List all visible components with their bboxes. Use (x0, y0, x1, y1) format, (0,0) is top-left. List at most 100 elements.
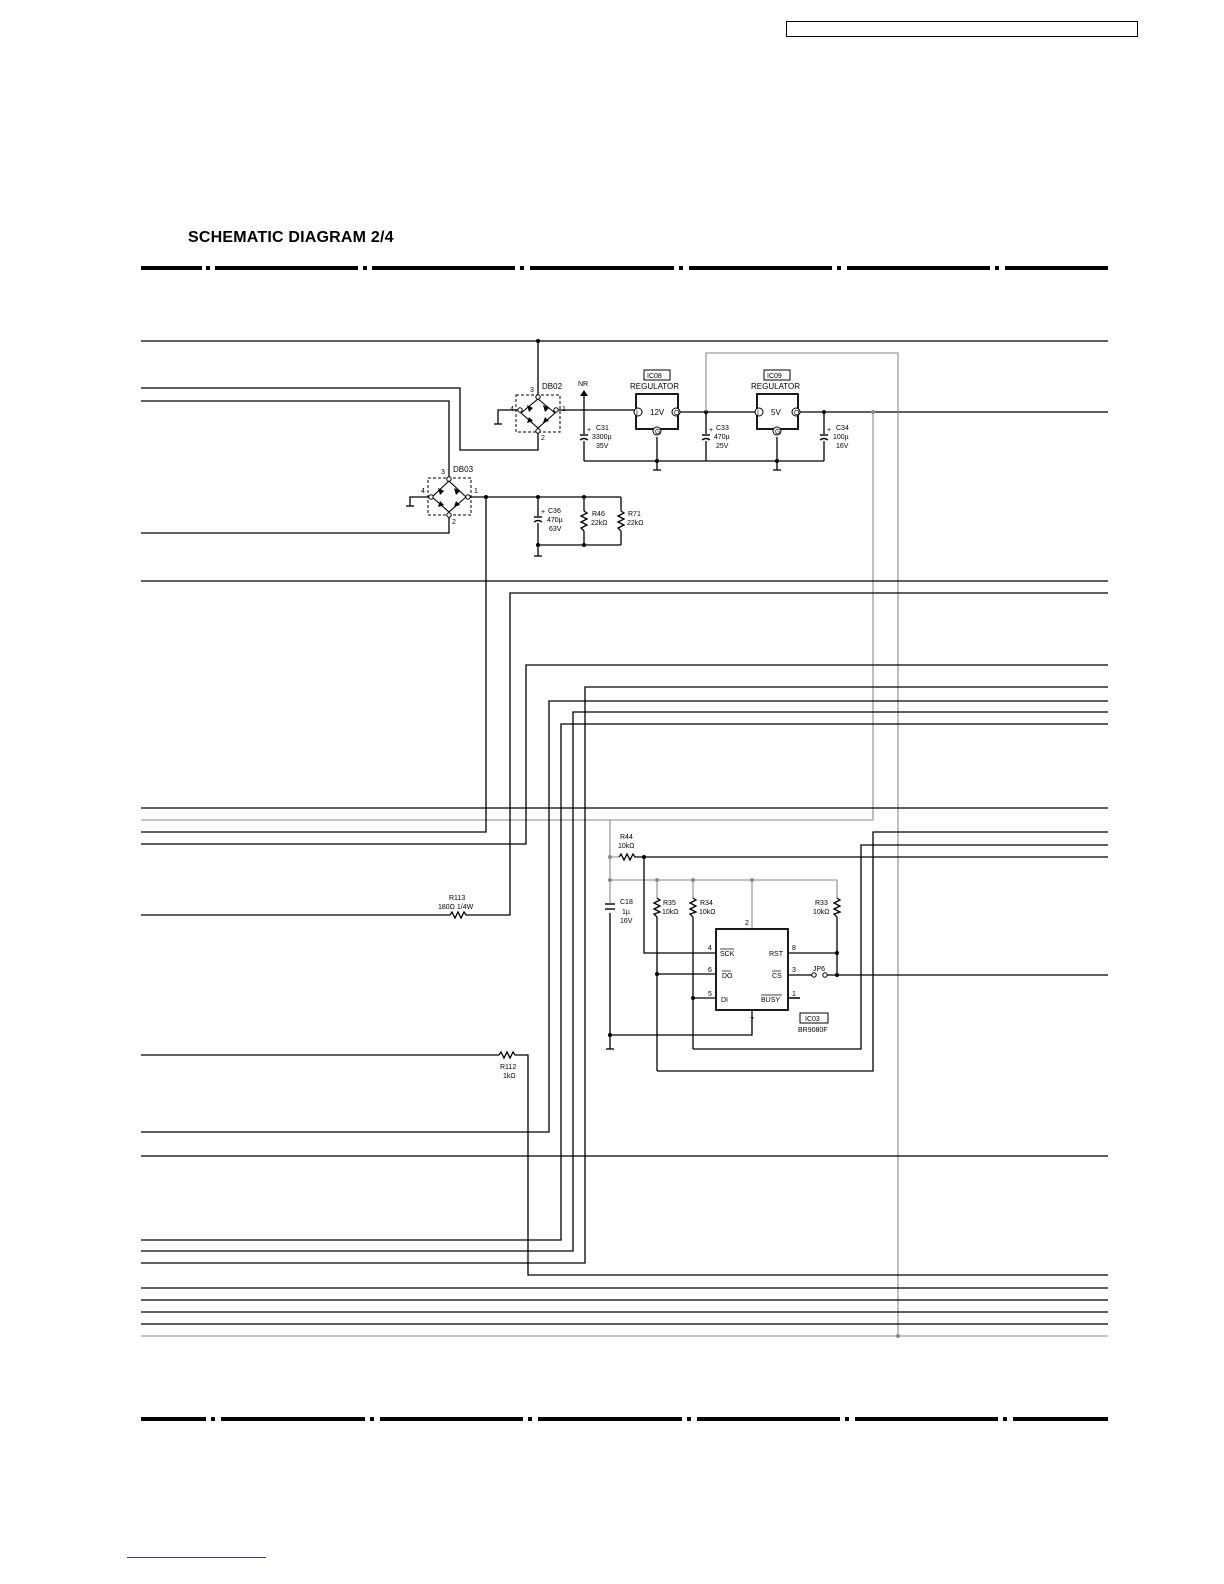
r71-value: 22kΩ (627, 520, 644, 527)
c31-rating: 35V (596, 443, 609, 450)
ic03-pin-di: DI (721, 997, 728, 1004)
c36-value: 470µ (547, 517, 563, 524)
ic03-pin6-num: 6 (708, 967, 712, 974)
c36-ref: C36 (548, 508, 561, 515)
r33-value: 10kΩ (813, 909, 830, 916)
ic08-gnd-pin: G (655, 429, 660, 436)
ic03-pin8-num: 8 (792, 945, 796, 952)
c34-ref: C34 (836, 425, 849, 432)
ic09-in-pin: I (757, 410, 759, 417)
jumper-jp6: JP6 (811, 966, 828, 978)
db02-pin1: 1 (562, 406, 566, 413)
svg-text:+: + (587, 427, 591, 434)
c34-rating: 16V (836, 443, 849, 450)
nr-test-point: NR (578, 381, 588, 396)
db03-label: DB03 (453, 465, 474, 474)
ic03-pin5-num: 5 (708, 991, 712, 998)
power-section-wires (141, 339, 1108, 557)
ic03-pin-sck: SCK (720, 951, 735, 958)
resistor-r34: R34 10kΩ (688, 897, 716, 918)
c31-value: 3300µ (592, 434, 612, 441)
r35-ref: R35 (663, 900, 676, 907)
r112-value: 1kΩ (503, 1073, 516, 1080)
page-title: SCHEMATIC DIAGRAM 2/4 (188, 229, 394, 246)
ic09-out-pin: O (794, 410, 800, 417)
r34-ref: R34 (700, 900, 713, 907)
r113-value: 180Ω 1/4W (438, 904, 474, 911)
ic03-pin2-num: 2 (745, 920, 749, 927)
ic09-gnd-pin: G (775, 429, 780, 436)
ic03-pin7-num: 7 (750, 1017, 754, 1024)
db02-label: DB02 (542, 382, 563, 391)
nr-label: NR (578, 381, 588, 388)
ic03-pin-cs: CS (772, 973, 782, 980)
ic03-wires (606, 831, 1108, 1072)
capacitor-c33: + C33 470µ 25V (701, 425, 730, 450)
c18-value: 1µ (622, 909, 630, 916)
db02-pin2: 2 (541, 435, 545, 442)
resistor-r71: R71 22kΩ (616, 510, 644, 532)
ic08-in-pin: I (636, 410, 638, 417)
c33-value: 470µ (714, 434, 730, 441)
c18-rating: 16V (620, 918, 633, 925)
r46-value: 22kΩ (591, 520, 608, 527)
footer-link-line (127, 1557, 266, 1558)
ic03-eeprom: SCK DO DI RST CS BUSY 4 6 5 8 3 1 2 7 IC… (708, 920, 829, 1034)
capacitor-c31: + C31 3300µ 35V (579, 425, 612, 450)
resistor-r46: R46 22kΩ (579, 510, 608, 532)
ic03-part: BR9080F (798, 1027, 828, 1034)
db03-bridge: DB03 3 4 1 2 (421, 465, 478, 526)
ic09-regulator: IC09 REGULATOR 5V I O G (751, 369, 801, 436)
resistor-r112: R112 1kΩ (498, 1050, 517, 1080)
svg-text:+: + (709, 427, 713, 434)
resistor-r33: R33 10kΩ (813, 897, 842, 918)
ic03-pin4-num: 4 (708, 945, 712, 952)
signal-bus-wires (141, 497, 1108, 1325)
r113-ref: R113 (449, 895, 465, 902)
c34-value: 100µ (833, 434, 849, 441)
capacitor-c34: + C34 100µ 16V (819, 425, 849, 450)
db03-pin3: 3 (441, 469, 445, 476)
svg-text:+: + (827, 427, 831, 434)
jp6-ref: JP6 (813, 966, 825, 973)
db02-bridge: DB02 3 4 1 2 (510, 382, 566, 442)
c33-ref: C33 (716, 425, 729, 432)
ic03-pin-do: DO (722, 973, 733, 980)
ic03-ref: IC03 (805, 1016, 820, 1023)
ic03-pin1-num: 1 (792, 991, 796, 998)
ic08-voltage: 12V (650, 408, 665, 417)
ic08-type: REGULATOR (630, 382, 679, 391)
db02-pin4: 4 (510, 406, 514, 413)
resistor-r44: R44 10kΩ (618, 834, 637, 862)
header-box (786, 21, 1138, 37)
c31-ref: C31 (596, 425, 609, 432)
ic09-type: REGULATOR (751, 382, 800, 391)
r112-ref: R112 (500, 1064, 516, 1071)
r44-value: 10kΩ (618, 843, 635, 850)
db02-pin3: 3 (530, 387, 534, 394)
ic08-ref: IC08 (647, 373, 662, 380)
resistor-r35: R35 10kΩ (652, 897, 679, 918)
db03-pin4: 4 (421, 488, 425, 495)
c36-rating: 63V (549, 526, 562, 533)
r35-value: 10kΩ (662, 909, 679, 916)
ic09-voltage: 5V (771, 408, 781, 417)
ic09-ref: IC09 (767, 373, 782, 380)
svg-text:+: + (541, 509, 545, 516)
capacitor-c18: C18 1µ 16V (604, 899, 633, 925)
r34-value: 10kΩ (699, 909, 716, 916)
r33-ref: R33 (815, 900, 828, 907)
resistor-r113: R113 180Ω 1/4W (438, 895, 474, 920)
ic03-pin-busy: BUSY (761, 997, 780, 1004)
ic03-pin-rst: RST (769, 951, 784, 958)
c33-rating: 25V (716, 443, 729, 450)
ic08-regulator: IC08 REGULATOR 12V I O G (630, 369, 681, 436)
db03-pin2: 2 (452, 519, 456, 526)
ic03-pin3-num: 3 (792, 967, 796, 974)
r44-ref: R44 (620, 834, 633, 841)
r71-ref: R71 (628, 511, 641, 518)
capacitor-c36: + C36 470µ 63V (533, 508, 563, 533)
r46-ref: R46 (592, 511, 605, 518)
db03-pin1: 1 (474, 488, 478, 495)
